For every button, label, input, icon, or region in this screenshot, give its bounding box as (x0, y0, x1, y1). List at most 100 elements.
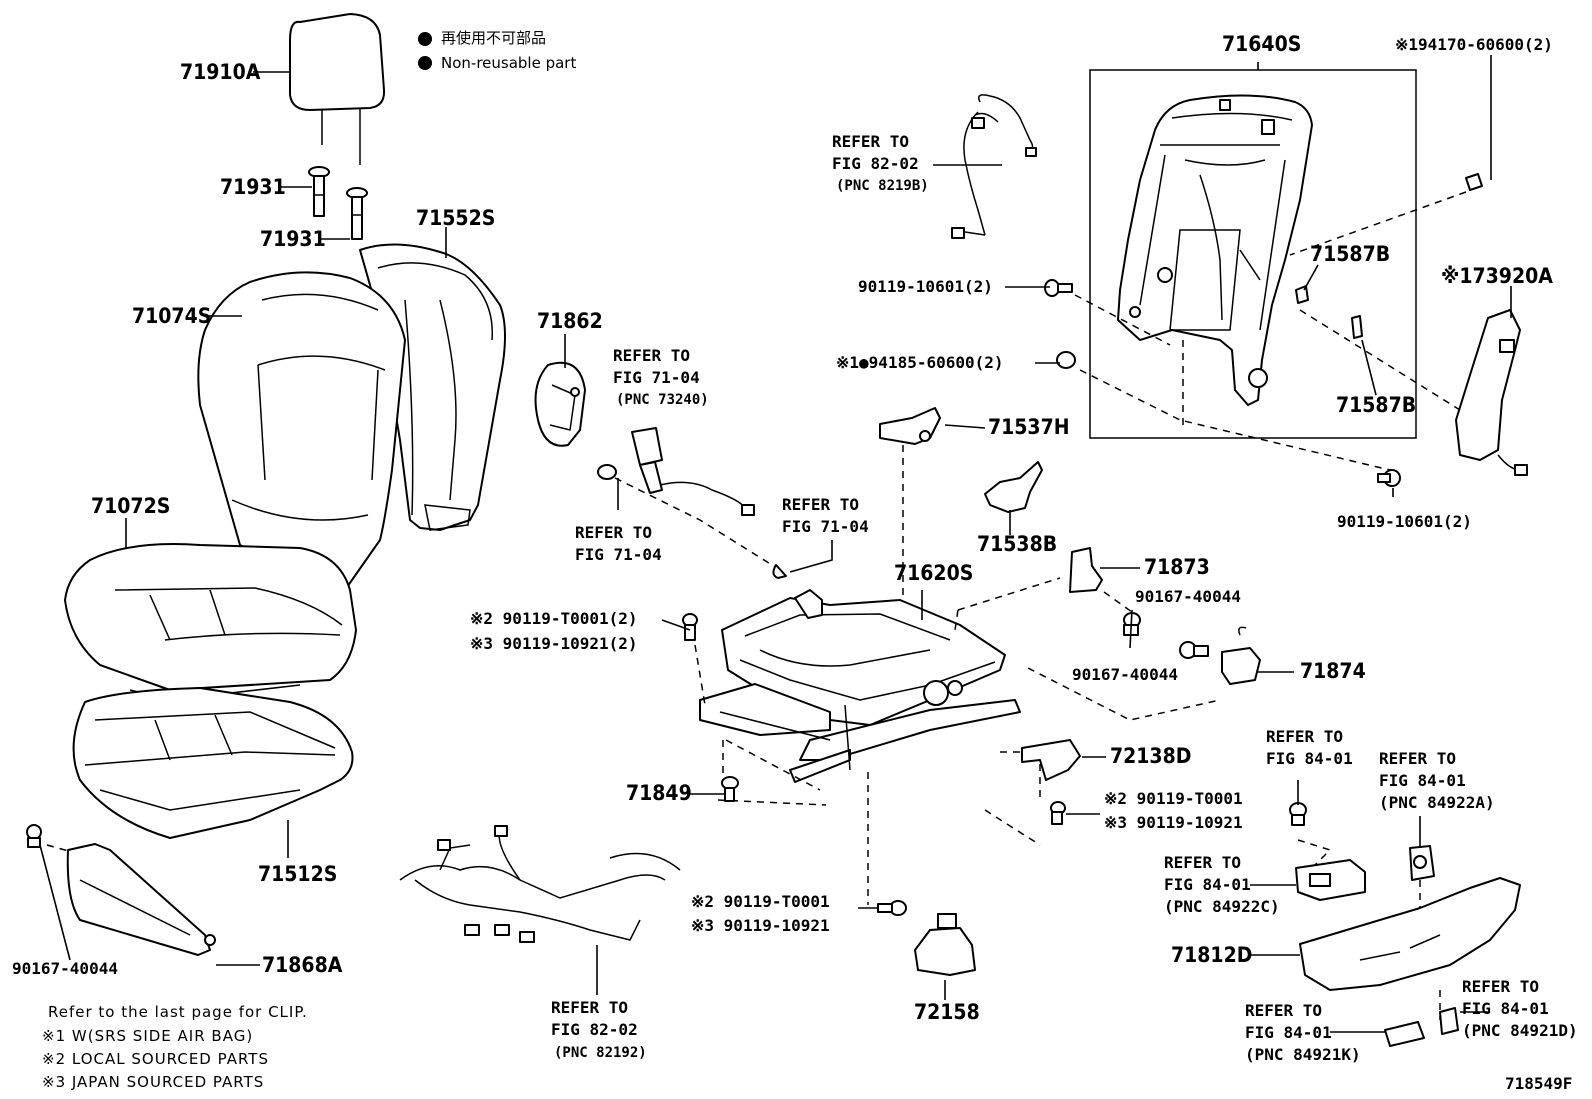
switch-84922C[interactable] (1295, 859, 1366, 901)
side-cover-73920A[interactable] (1455, 309, 1528, 476)
bolt-90119-T0001-d[interactable] (877, 900, 907, 916)
ref-84-01-b-line1[interactable]: REFER TO (1379, 749, 1457, 768)
label-90119-10601-b[interactable]: 90119-10601(2) (1337, 512, 1472, 531)
ref-71-04-a-line1[interactable]: REFER TO (613, 346, 691, 365)
label-71849[interactable]: 71849 (626, 781, 692, 805)
cover-72138D[interactable] (1021, 739, 1081, 781)
bracket-71538B[interactable] (984, 461, 1043, 513)
label-90119-T0001-d[interactable]: ※2 90119-T0001 (691, 892, 830, 911)
seatback-cover-71074S[interactable] (197, 271, 406, 591)
label-71931-a[interactable]: 71931 (220, 175, 286, 199)
wire-harness-82192[interactable] (399, 825, 681, 943)
clip-90167-left[interactable] (26, 824, 42, 848)
label-71587B-b[interactable]: 71587B (1336, 393, 1417, 417)
label-71640S[interactable]: 71640S (1222, 32, 1302, 56)
ref-84-01-c-line1[interactable]: REFER TO (1164, 853, 1242, 872)
label-71812D[interactable]: 71812D (1171, 943, 1253, 967)
ref-71-04-a-line3[interactable]: (PNC 73240) (616, 392, 709, 408)
ref-84-01-d-line1[interactable]: REFER TO (1462, 977, 1540, 996)
seatback-frame-71640S[interactable] (1117, 94, 1313, 406)
label-71620S[interactable]: 71620S (894, 561, 974, 585)
ref-84-01-c-line2[interactable]: FIG 84-01 (1164, 875, 1251, 894)
ref-84-01-c-line3[interactable]: (PNC 84922C) (1164, 897, 1280, 916)
label-90119-10921-c[interactable]: ※3 90119-10921 (1104, 813, 1243, 832)
ref-84-01-a-line2[interactable]: FIG 84-01 (1266, 749, 1353, 768)
label-71931-b[interactable]: 71931 (260, 227, 326, 251)
ref-84-01-d-line2[interactable]: FIG 84-01 (1462, 999, 1549, 1018)
airbag-cover-71862[interactable] (534, 361, 586, 447)
ref-82-02-b-line1[interactable]: REFER TO (551, 998, 629, 1017)
headrest-guide-71931-a[interactable] (308, 166, 330, 217)
label-90167-a[interactable]: 90167-40044 (1135, 587, 1241, 606)
motor-72158[interactable] (914, 913, 976, 976)
label-90119-T0001-2[interactable]: ※2 90119-T0001(2) (470, 609, 638, 628)
bolt-90119-10601-a[interactable] (1044, 279, 1073, 297)
label-71074S[interactable]: 71074S (132, 304, 212, 328)
label-94185[interactable]: ※1●94185-60600(2) (836, 353, 1004, 372)
label-72158[interactable]: 72158 (914, 1000, 980, 1024)
ref-82-02-b-line2[interactable]: FIG 82-02 (551, 1020, 638, 1039)
ref-71-04-a-line2[interactable]: FIG 71-04 (613, 368, 700, 387)
bracket-71874[interactable] (1221, 626, 1261, 685)
label-71538B[interactable]: 71538B (977, 532, 1058, 556)
clip-90167-b[interactable] (1179, 641, 1209, 659)
side-cover-71812D[interactable] (1299, 877, 1521, 991)
label-71512S[interactable]: 71512S (258, 862, 338, 886)
label-71873[interactable]: 71873 (1144, 555, 1210, 579)
ref-84-01-e-line1[interactable]: REFER TO (1245, 1001, 1323, 1020)
label-173920A[interactable]: ※173920A (1441, 264, 1553, 288)
label-71552S[interactable]: 71552S (416, 206, 496, 230)
bolt-71849[interactable] (721, 776, 739, 802)
label-90119-10921-2[interactable]: ※3 90119-10921(2) (470, 634, 638, 653)
label-90119-10921-d[interactable]: ※3 90119-10921 (691, 916, 830, 935)
ref-84-01-b-line2[interactable]: FIG 84-01 (1379, 771, 1466, 790)
clip-194170[interactable] (1465, 173, 1483, 191)
seat-cushion-cover-71072S[interactable] (64, 543, 357, 701)
ref-84-01-b-line3[interactable]: (PNC 84922A) (1379, 793, 1495, 812)
ref-71-04-b-line2[interactable]: FIG 71-04 (575, 545, 662, 564)
bolt-90119-T0001-2[interactable] (682, 613, 698, 641)
headrest-71910A[interactable] (289, 13, 386, 165)
label-71868A[interactable]: 71868A (262, 953, 343, 977)
bracket-71537H[interactable] (879, 407, 941, 445)
side-shield-71868A[interactable] (66, 843, 216, 956)
ref-84-01-e-line3[interactable]: (PNC 84921K) (1245, 1045, 1361, 1064)
bolt-90119-T0001-c[interactable] (1050, 801, 1066, 825)
label-71910A[interactable]: 71910A (180, 60, 261, 84)
nut-94185[interactable] (1056, 351, 1076, 369)
ref-84-01-e-line2[interactable]: FIG 84-01 (1245, 1023, 1332, 1042)
ref-71-04-b-line1[interactable]: REFER TO (575, 523, 653, 542)
ref-82-02-b-line3[interactable]: (PNC 82192) (554, 1045, 647, 1061)
ref-71-04-c-line1[interactable]: REFER TO (782, 495, 860, 514)
ref-71-04-c-line2[interactable]: FIG 71-04 (782, 517, 869, 536)
label-71537H[interactable]: 71537H (988, 415, 1070, 439)
bolt-90119-10601-b[interactable] (1377, 469, 1401, 487)
label-90167-left[interactable]: 90167-40044 (12, 959, 118, 978)
label-72138D[interactable]: 72138D (1110, 744, 1192, 768)
knob-84921D[interactable] (1439, 1007, 1459, 1035)
headrest-guide-71931-b[interactable] (346, 187, 368, 240)
label-194170[interactable]: ※194170-60600(2) (1395, 35, 1553, 54)
seatbelt-buckle[interactable] (597, 427, 755, 516)
label-71874[interactable]: 71874 (1300, 659, 1366, 683)
bracket-71873[interactable] (1069, 547, 1103, 593)
clip-84-01-a[interactable] (1289, 802, 1307, 826)
clip-71587B-b[interactable] (1351, 315, 1363, 339)
ref-82-02-a-line1[interactable]: REFER TO (832, 132, 910, 151)
seat-cushion-pad-71512S[interactable] (72, 687, 354, 839)
ref-82-02-a-line2[interactable]: FIG 82-02 (832, 154, 919, 173)
ref-84-01-d-line3[interactable]: (PNC 84921D) (1462, 1021, 1578, 1040)
label-71587B-a[interactable]: 71587B (1310, 242, 1391, 266)
knob-84921K[interactable] (1384, 1021, 1425, 1047)
clip-71587B-a[interactable] (1295, 285, 1309, 304)
wire-harness-8219B[interactable] (951, 94, 1037, 239)
label-90167-b[interactable]: 90167-40044 (1072, 665, 1178, 684)
label-71072S[interactable]: 71072S (91, 494, 171, 518)
switch-84922A[interactable] (1409, 845, 1435, 881)
label-90119-10601-a[interactable]: 90119-10601(2) (858, 277, 993, 296)
ref-82-02-a-line3[interactable]: (PNC 8219B) (836, 178, 929, 194)
ref-84-01-a-line1[interactable]: REFER TO (1266, 727, 1344, 746)
label-71862[interactable]: 71862 (537, 309, 603, 333)
clip-refer-71-04[interactable] (772, 564, 787, 579)
seat-adjuster-71620S[interactable] (699, 589, 1021, 783)
